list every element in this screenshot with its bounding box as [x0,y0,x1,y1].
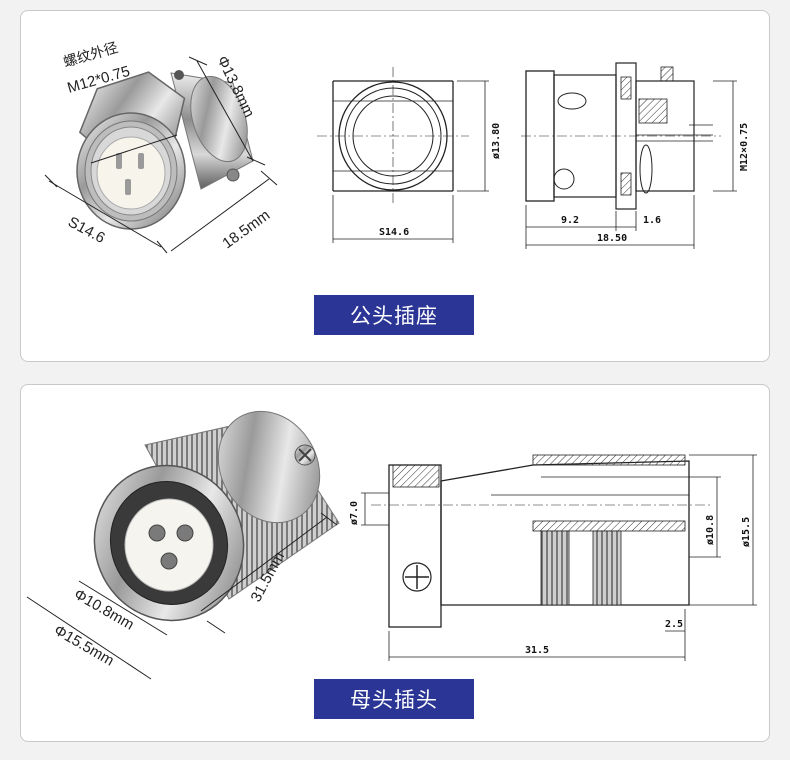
side-thread-label: M12×0.75 [739,123,750,171]
front-hex-label: S14.6 [379,227,409,238]
thread-spec-label-cn: 螺纹外径 [62,40,120,71]
female-plug-illustration: Φ10.8mm Φ15.5mm 31.5mm [26,410,757,680]
photo-outer-diameter-label: Φ15.5mm [51,622,117,670]
female-photo-dimension-lines [26,512,338,680]
male-front-view-drawing [317,67,489,243]
side-total-length: 31.5 [525,645,549,656]
male-socket-title: 公头插座 [314,295,474,335]
female-connector-photo [93,410,340,622]
male-photo-dimension-lines [44,56,278,254]
female-plug-panel: Φ10.8mm Φ15.5mm 31.5mm [20,384,770,742]
side-small-dim: 2.5 [665,619,683,630]
side-total-length: 18.50 [597,233,627,244]
male-socket-panel: 螺纹外径 M12*0.75 Φ13.8mm S14.6 18.5mm S14.6 [20,10,770,362]
front-diameter-label: ø13.80 [491,123,502,159]
side-inner-diameter: ø10.8 [705,515,716,545]
side-left-diameter: ø7.0 [349,501,360,525]
photo-length-label: 18.5mm [219,207,273,253]
male-socket-illustration: 螺纹外径 M12*0.75 Φ13.8mm S14.6 18.5mm S14.6 [44,40,750,254]
male-side-view-drawing [521,62,737,249]
female-side-view-drawing [361,454,757,661]
side-dim-a: 9.2 [561,215,579,226]
female-plug-title: 母头插头 [314,679,474,719]
side-dim-b: 1.6 [643,215,661,226]
side-outer-diameter: ø15.5 [741,517,752,547]
